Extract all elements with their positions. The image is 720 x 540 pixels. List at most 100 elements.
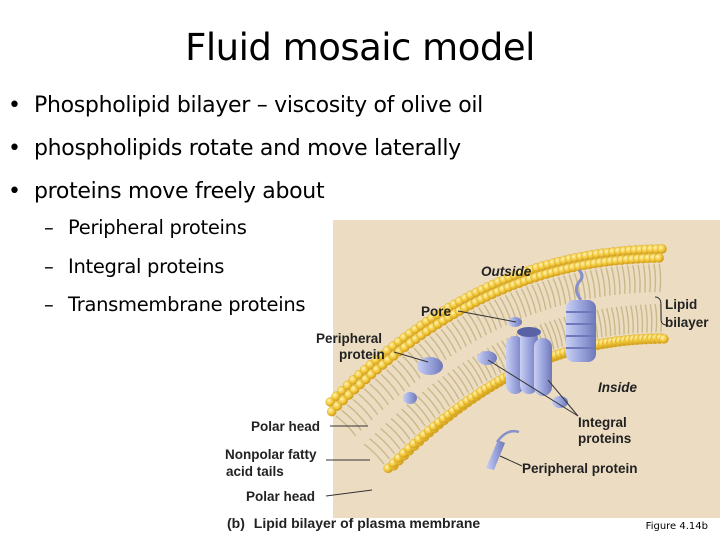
figure-number: Figure 4.14b: [645, 521, 708, 532]
fatty-acid-tail: [637, 264, 641, 293]
fatty-acid-tail: [488, 301, 503, 328]
fatty-acid-tail: [520, 288, 532, 316]
polar-head: [654, 253, 664, 263]
bullet-item: • proteins move freely about: [8, 170, 483, 213]
fatty-acid-tail: [397, 360, 416, 383]
fatty-acid-tail: [456, 318, 473, 344]
fatty-acid-tail: [421, 391, 441, 415]
fatty-acid-tail: [634, 304, 639, 334]
sub-bullet-text: Peripheral proteins: [68, 216, 247, 239]
fatty-acid-tail: [552, 278, 562, 306]
fatty-acid-tail: [401, 408, 421, 431]
fatty-acid-tail: [429, 336, 447, 360]
fatty-acid-tail: [548, 320, 559, 349]
fatty-acid-tail: [494, 299, 508, 326]
fatty-acid-tail: [472, 309, 488, 336]
sub-bullet-item: –Peripheral proteins: [44, 209, 305, 248]
fatty-acid-tail: [427, 387, 446, 411]
fatty-acid-tail: [352, 398, 373, 421]
peripheral-protein-blob: [417, 357, 443, 375]
fatty-acid-tail: [437, 379, 455, 404]
fatty-acid-tail: [536, 282, 547, 310]
fatty-acid-tail: [644, 304, 648, 333]
fatty-acid-tail: [621, 265, 626, 294]
fatty-acid-tail: [369, 383, 390, 406]
fatty-acid-tail: [472, 356, 488, 382]
caption-text: Lipid bilayer of plasma membrane: [254, 515, 481, 531]
fatty-acid-tail: [632, 265, 636, 294]
fatty-acid-tail: [596, 309, 603, 338]
fatty-acid-tail: [610, 307, 616, 336]
fatty-acid-tail: [649, 304, 653, 333]
figure-caption: (b) Lipid bilayer of plasma membrane: [227, 515, 480, 531]
fatty-acid-tail: [380, 373, 400, 396]
fatty-acid-tail: [515, 290, 527, 318]
fatty-acid-tail: [358, 393, 379, 416]
fatty-acid-tail: [600, 268, 606, 297]
label-polar-head-bottom: Polar head: [246, 489, 315, 504]
sub-bullet-text: Integral proteins: [68, 254, 225, 278]
caption-letter: (b): [227, 515, 245, 531]
fatty-acid-tail: [457, 365, 474, 390]
fatty-acid-tail: [616, 266, 621, 295]
fatty-acid-tail: [435, 332, 452, 357]
fatty-acid-tail: [462, 315, 478, 341]
fatty-acid-tail: [374, 378, 395, 401]
fatty-acid-tail: [391, 364, 411, 388]
fatty-acid-tail: [541, 281, 552, 309]
fatty-acid-tail: [642, 264, 646, 293]
fatty-acid-tail: [374, 433, 396, 455]
fatty-acid-tail: [451, 322, 467, 347]
fatty-acid-tail: [510, 292, 522, 319]
leader-lines: [325, 296, 668, 497]
fatty-acid-tail: [610, 267, 616, 296]
fatty-acid-tail: [341, 409, 362, 431]
peripheral-protein-blob: [477, 351, 497, 365]
bullet-item: •Phospholipid bilayer – viscosity of oli…: [8, 84, 483, 127]
label-pore: Pore: [421, 304, 452, 319]
fatty-acid-tail: [406, 404, 426, 427]
fatty-acid-tail: [584, 270, 591, 299]
fatty-acid-tail: [606, 307, 612, 336]
fatty-acid-tail: [654, 304, 658, 333]
sub-bullet-item: –Integral proteins: [44, 248, 305, 287]
dash-glyph: –: [44, 216, 54, 239]
bullet-glyph: •: [8, 179, 21, 204]
fatty-acid-tail: [380, 427, 401, 450]
peripheral-protein-blob: [552, 396, 568, 408]
fatty-acid-tail: [531, 284, 542, 312]
fatty-acid-tail: [653, 264, 657, 293]
transmembrane-helix-protein: [566, 268, 596, 362]
fatty-acid-tail: [557, 276, 567, 305]
fatty-acid-tail: [595, 269, 601, 298]
fatty-acid-tail: [589, 270, 596, 298]
fatty-acid-tail: [395, 413, 416, 436]
label-integral-proteins: proteins: [578, 431, 631, 446]
fatty-acid-tail: [385, 422, 406, 445]
label-peripheral: Peripheral: [316, 331, 382, 346]
label-nonpolar: Nonpolar fatty: [225, 447, 317, 462]
fatty-acid-tail: [615, 306, 621, 335]
fatty-acid-tail: [626, 265, 631, 294]
fatty-acid-tail: [568, 274, 577, 302]
dash-glyph: –: [44, 293, 54, 316]
bullet-glyph: •: [8, 136, 21, 161]
slide-title: Fluid mosaic model: [185, 26, 535, 69]
fatty-acid-tail: [445, 325, 462, 350]
fatty-acid-tail: [526, 286, 537, 314]
fatty-acid-tail: [467, 312, 483, 339]
fatty-acid-tail: [553, 319, 564, 347]
fatty-acid-tail: [440, 328, 457, 354]
label-integral: Integral: [578, 415, 627, 430]
fatty-acid-tail: [491, 345, 506, 371]
fatty-acid-tail: [390, 418, 411, 440]
integral-pore-protein: [506, 327, 552, 396]
fatty-acid-tail: [346, 404, 368, 426]
bullet-text: proteins move freely about: [34, 179, 325, 204]
label-outside: Outside: [481, 264, 532, 279]
fatty-acid-tail: [639, 304, 644, 333]
fatty-acid-tail: [544, 322, 555, 350]
fatty-acid-tail: [335, 415, 357, 437]
label-polar-head-top: Polar head: [251, 419, 320, 434]
